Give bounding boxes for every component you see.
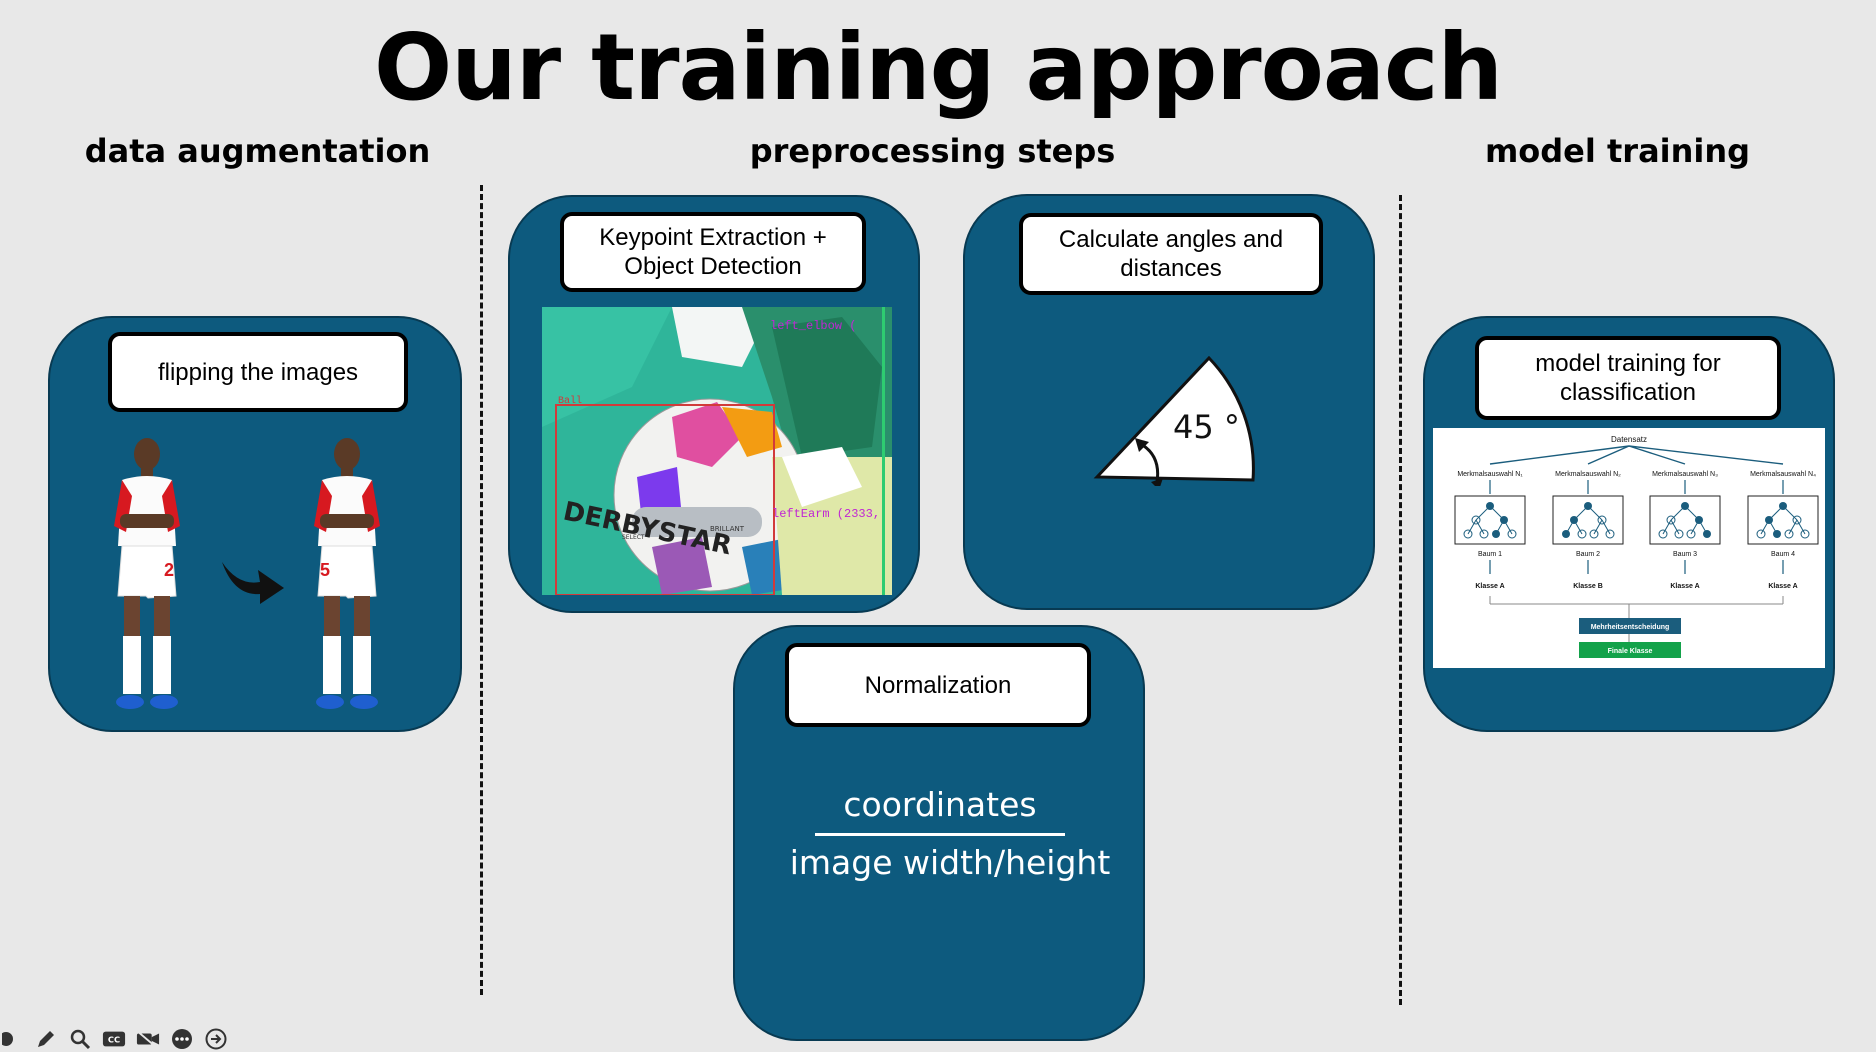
label-flip: flipping the images [108, 332, 408, 412]
player-flipped-image: 5 [314, 438, 380, 709]
forest-vote-label: Mehrheitsentscheidung [1591, 624, 1670, 631]
next-icon[interactable] [204, 1027, 228, 1051]
jersey-number-right: 5 [320, 560, 330, 580]
jersey-number-left: 2 [164, 560, 174, 580]
panel-normalization: Normalization coordinates image width/he… [733, 625, 1145, 1041]
forest-tree-4: Baum 4 [1771, 551, 1795, 558]
label-normalization: Normalization [785, 643, 1091, 727]
forest-class-2: Klasse B [1573, 583, 1603, 590]
keypoint-label-elbow: left_elbow ( [770, 319, 856, 333]
label-angles: Calculate angles and distances [1019, 213, 1323, 295]
forest-root-label: Datensatz [1611, 435, 1647, 444]
panel-model: model training for classification Datens… [1423, 316, 1835, 732]
forest-class-4: Klasse A [1768, 583, 1797, 590]
ball-box-label: Ball [558, 395, 582, 407]
forest-class-1: Klasse A [1475, 583, 1504, 590]
pointer-icon[interactable] [0, 1027, 24, 1051]
forest-tree-1: Baum 1 [1478, 551, 1502, 558]
label-model: model training for classification [1475, 336, 1781, 420]
keypoint-detection-image: Ball left_elbow ( leftEarm (2333, DERBYS… [542, 307, 892, 595]
panel-angles: Calculate angles and distances 45 ° [963, 194, 1375, 610]
pen-icon[interactable] [34, 1027, 58, 1051]
section-heading-preprocessing: preprocessing steps [749, 132, 1116, 170]
section-heading-augmentation: data augmentation [84, 132, 431, 170]
more-icon[interactable] [170, 1027, 194, 1051]
forest-feature-2: Merkmalsauswahl N₂ [1555, 471, 1621, 478]
camera-off-icon[interactable] [136, 1027, 160, 1051]
ball-text-3: SELECT [622, 534, 645, 541]
ball-text-2: BRILLANT [710, 525, 745, 533]
panel-keypoint: Ball left_elbow ( leftEarm (2333, DERBYS… [508, 195, 920, 613]
angle-label: 45 ° [1173, 408, 1240, 446]
divider-left [480, 185, 483, 995]
flip-arrow-icon [222, 562, 284, 604]
keypoint-label-arm: leftEarm (2333, [772, 507, 880, 521]
angle-sector-diagram: 45 ° [1093, 356, 1255, 486]
panel-flip: flipping the images 2 5 [48, 316, 462, 732]
random-forest-diagram: Datensatz Merkmalsauswahl N₁ Baum 1 Klas… [1433, 428, 1825, 668]
slide-title: Our training approach [374, 14, 1503, 121]
section-heading-training: model training [1484, 132, 1751, 170]
captions-icon[interactable]: CC [102, 1027, 126, 1051]
zoom-icon[interactable] [68, 1027, 92, 1051]
player-original-image: 2 [114, 438, 180, 709]
captions-text: CC [108, 1035, 120, 1045]
fraction-denominator: image width/height [789, 843, 1111, 882]
forest-tree-3: Baum 3 [1673, 551, 1697, 558]
forest-feature-3: Merkmalsauswahl N₃ [1652, 471, 1718, 478]
fraction-numerator: coordinates [843, 785, 1037, 824]
label-keypoint: Keypoint Extraction + Object Detection [560, 212, 866, 292]
presenter-toolbar: CC [0, 1026, 228, 1052]
forest-tree-2: Baum 2 [1576, 551, 1600, 558]
divider-right [1399, 195, 1402, 1005]
forest-class-3: Klasse A [1670, 583, 1699, 590]
forest-final-label: Finale Klasse [1608, 648, 1653, 655]
forest-feature-4: Merkmalsauswahl N₄ [1750, 471, 1816, 478]
forest-feature-1: Merkmalsauswahl N₁ [1457, 471, 1523, 478]
fraction-bar [815, 833, 1065, 836]
